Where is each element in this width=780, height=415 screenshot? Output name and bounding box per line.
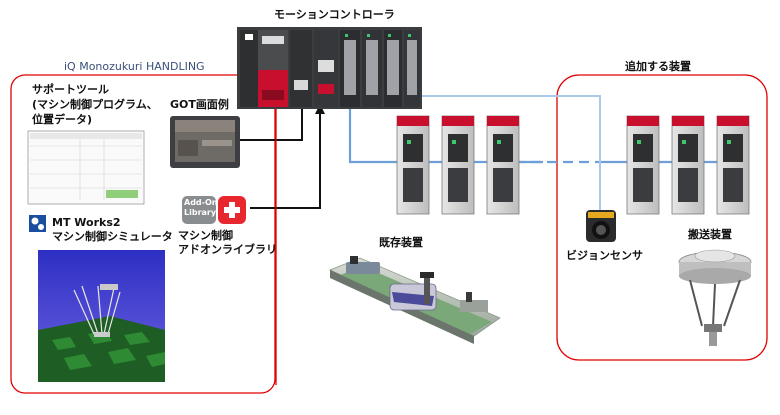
conveyor-device-label: 搬送装置 [688,228,732,241]
simulator-screen [38,250,165,382]
servo-amplifier [486,115,520,215]
existing-equipment-label: 既存装置 [379,236,423,249]
servo-amplifier [626,115,660,215]
added-group-title: 追加する装置 [625,60,691,73]
servo-amplifier [671,115,705,215]
support-tool-line3: 位置データ) [32,113,93,126]
servo-amplifier [716,115,750,215]
servo-amplifier-group-added [626,115,750,215]
motion-controller-unit [237,27,422,109]
added-group-box [556,74,768,361]
addon-label-line1: マシン制御 [178,229,233,242]
support-tool-line1: サポートツール [32,83,109,96]
got-screen-device [170,116,240,168]
mt-works-line1: MT Works2 [52,216,121,229]
existing-equipment-conveyor [328,256,501,344]
addon-label-line2: アドオンライブラリ [178,243,277,256]
support-tool-document [27,130,145,205]
addon-connection-line [250,112,321,209]
servo-amplifier-group-existing [396,115,520,215]
addon-badge-line1: Add-On [184,198,218,207]
addon-library-badge [182,196,246,224]
mt-works-icon [29,215,46,232]
left-group-title: iQ Monozukuri HANDLING [64,60,205,73]
parallel-link-robot [678,249,752,346]
mt-works-line2: マシン制御シミュレータ [52,230,173,243]
vision-sensor-device [586,210,616,242]
servo-amplifier [396,115,430,215]
controller-label: モーションコントローラ [274,8,395,21]
addon-badge-line2: Library [184,208,217,217]
got-connection-line [240,98,303,141]
vision-sensor-label: ビジョンセンサ [566,249,643,262]
support-tool-line2: (マシン制御プログラム、 [32,98,158,111]
left-group-box [10,74,276,394]
servo-amplifier [441,115,475,215]
got-label: GOT画面例 [170,98,229,111]
